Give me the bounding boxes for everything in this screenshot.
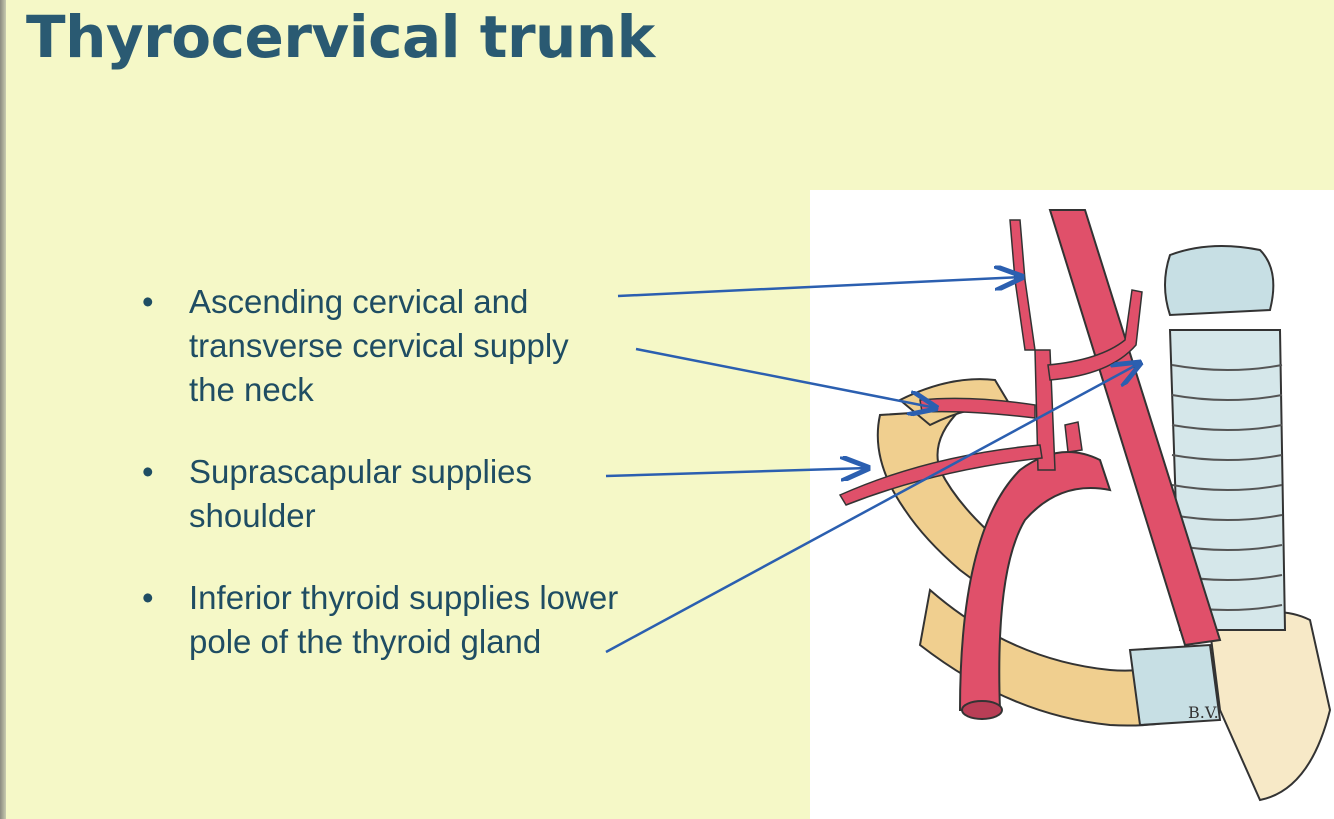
thyroid-cartilage (1164, 245, 1275, 317)
ascending-cervical-artery (1009, 219, 1036, 351)
anatomy-illustration (810, 190, 1334, 819)
subclavian-cut-end (961, 700, 1003, 720)
bullet-shoulder: Suprascapular supplies shoulder (142, 450, 622, 538)
sternum-bone (1208, 611, 1332, 802)
thyrocervical-drawing (838, 209, 1332, 802)
illustrator-signature: B.V. (1188, 703, 1219, 722)
bullet-neck: Ascending cervical and transverse cervic… (142, 280, 622, 412)
slide-title: Thyrocervical trunk (26, 3, 655, 71)
costal-cartilage (1128, 643, 1222, 727)
vertebral-artery (1064, 421, 1083, 453)
bullet-list: Ascending cervical and transverse cervic… (142, 280, 622, 664)
bullet-thyroid: Inferior thyroid supplies lower pole of … (142, 576, 622, 664)
slide-left-edge (0, 0, 6, 819)
